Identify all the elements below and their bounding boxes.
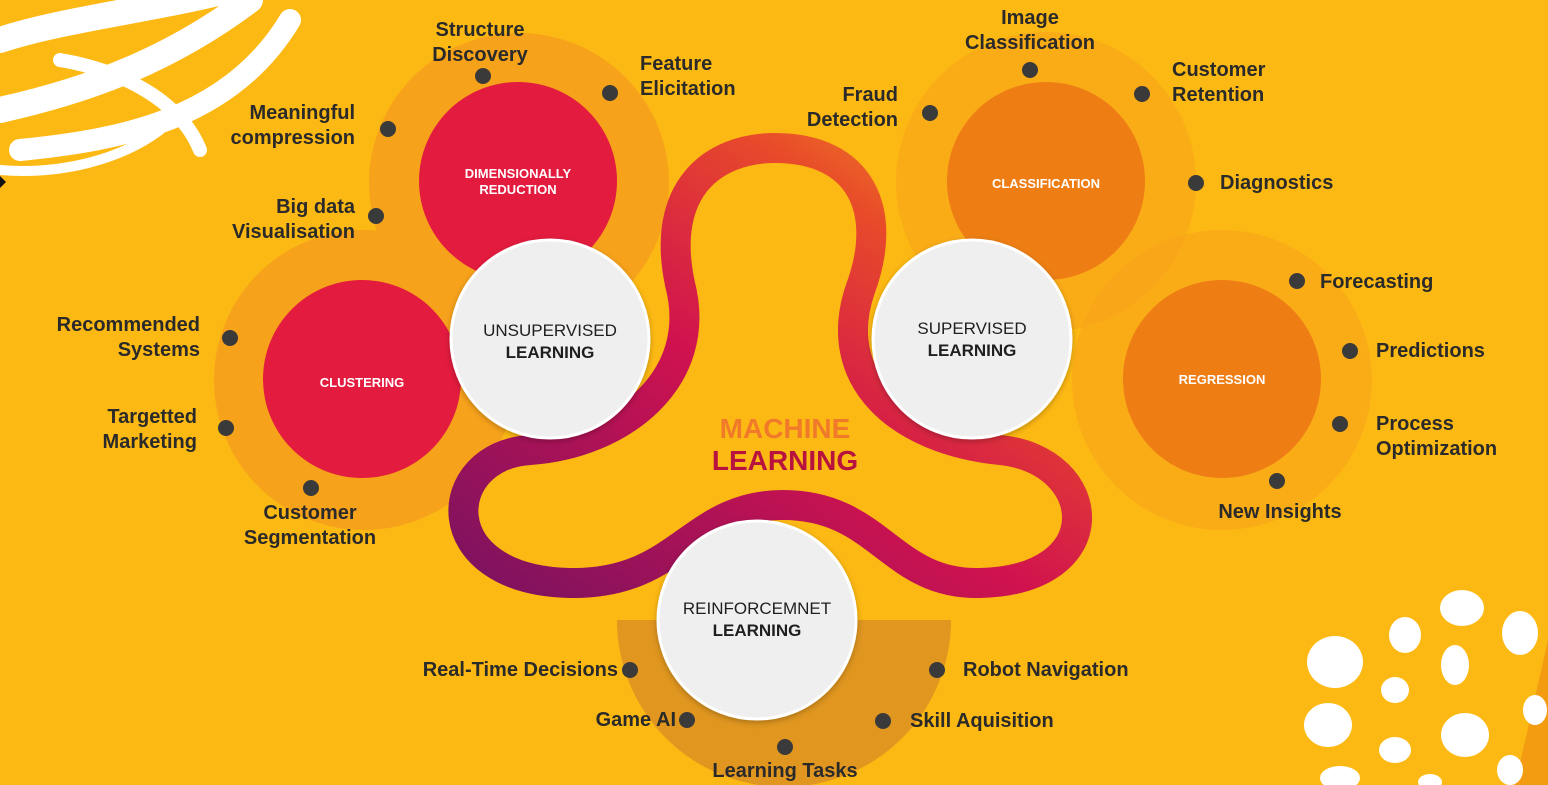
leaf-recommended-systems: Recommended Systems — [56, 314, 200, 361]
dot-structure-discovery — [475, 68, 491, 84]
decorative-swirl-topleft — [0, 0, 301, 176]
dot-customer-retention — [1134, 86, 1150, 102]
leaf-structure-discovery: Structure Discovery — [432, 19, 528, 66]
dimensionality-circle — [419, 82, 617, 280]
dot-diagnostics — [1188, 175, 1204, 191]
dot-big-data — [368, 208, 384, 224]
dot-targetted-marketing — [218, 420, 234, 436]
leaf-robot-navigation: Robot Navigation — [963, 659, 1129, 681]
arrow-glyph — [0, 176, 6, 188]
dot-real-time-decisions — [622, 662, 638, 678]
leaf-targetted-marketing: Targetted Marketing — [102, 406, 197, 453]
bullet-dots — [218, 62, 1358, 755]
regression-label: REGRESSION — [1178, 372, 1266, 387]
dot-forecasting — [1289, 273, 1305, 289]
leaf-new-insights: New Insights — [1218, 501, 1342, 523]
leaf-predictions: Predictions — [1376, 340, 1485, 362]
dot-robot-navigation — [929, 662, 945, 678]
supervised-node — [871, 238, 1073, 440]
dot-customer-segmentation — [303, 480, 319, 496]
dot-predictions — [1342, 343, 1358, 359]
learning-path — [448, 133, 1092, 599]
dot-meaningful-compression — [380, 121, 396, 137]
dot-new-insights — [1269, 473, 1285, 489]
dot-learning-tasks — [777, 739, 793, 755]
diagram-title: MACHINE LEARNING — [680, 413, 890, 477]
dot-recommended-systems — [222, 330, 238, 346]
leaf-skill-aquisition: Skill Aquisition — [910, 710, 1054, 732]
clustering-label: CLUSTERING — [319, 375, 405, 390]
unsupervised-node — [449, 238, 651, 440]
classification-label: CLASSIFICATION — [991, 176, 1101, 191]
reinforcement-node — [656, 519, 858, 721]
leaf-feature-elicitation: Feature Elicitation — [640, 53, 736, 100]
leaf-forecasting: Forecasting — [1320, 271, 1434, 293]
dot-feature-elicitation — [602, 85, 618, 101]
supervised-label: SUPERVISED LEARNING — [917, 319, 1027, 360]
decorative-blobs-bottomright — [1304, 590, 1548, 785]
regression-circle — [1123, 280, 1321, 478]
leaf-big-data-visualisation: Big data Visualisation — [231, 196, 355, 243]
dot-image-classification — [1022, 62, 1038, 78]
classification-circle — [947, 82, 1145, 280]
leaf-image-classification: Image Classification — [964, 7, 1096, 54]
leaf-meaningful-compression: Meaningful compression — [230, 102, 355, 149]
leaf-fraud-detection: Fraud Detection — [806, 84, 898, 131]
dot-fraud-detection — [922, 105, 938, 121]
leaf-learning-tasks: Learning Tasks — [712, 760, 858, 782]
dot-process-optimization — [1332, 416, 1348, 432]
reinforcement-label: REINFORCEMNET LEARNING — [682, 599, 832, 640]
dot-game-ai — [679, 712, 695, 728]
dot-skill-aquisition — [875, 713, 891, 729]
unsupervised-label: UNSUPERVISED LEARNING — [483, 321, 617, 362]
dimensionality-label: DIMENSIONALLY REDUCTION — [464, 166, 572, 197]
title-line2: LEARNING — [711, 445, 859, 476]
leaf-diagnostics: Diagnostics — [1220, 172, 1334, 194]
clustering-circle — [263, 280, 461, 478]
title-line1: MACHINE — [719, 413, 851, 444]
leaf-game-ai: Game AI — [595, 709, 676, 731]
leaf-process-optimization: Process Optimization — [1376, 413, 1498, 460]
leaf-real-time-decisions: Real-Time Decisions — [422, 659, 618, 681]
leaf-customer-segmentation: Customer Segmentation — [243, 502, 377, 549]
leaf-customer-retention: Customer Retention — [1172, 59, 1266, 106]
